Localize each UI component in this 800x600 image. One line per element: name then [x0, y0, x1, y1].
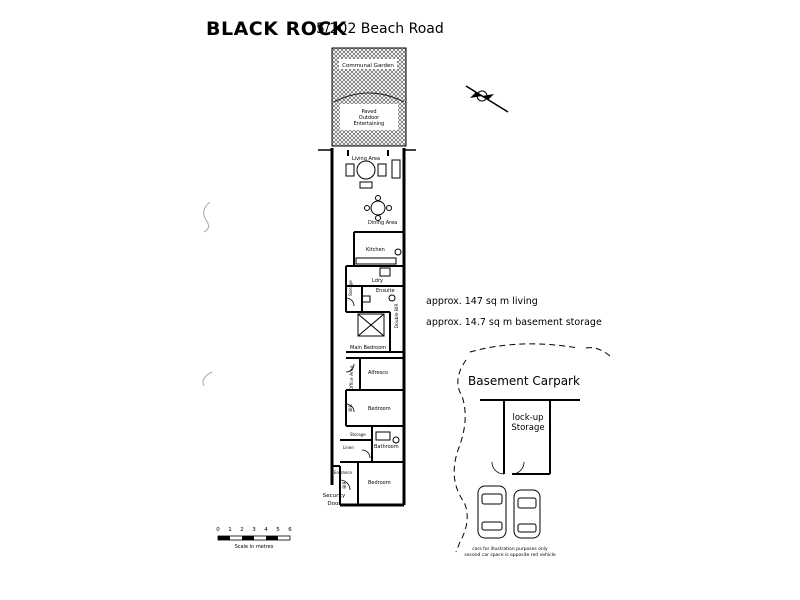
scale-tick: 1 [228, 527, 232, 533]
lockup-storage-label-2: Storage [511, 423, 544, 433]
kitchen-fittings [355, 248, 402, 277]
communal-garden-label: Communal Garden [342, 63, 394, 69]
courtyard-label-1: Paved [361, 109, 376, 115]
bedroom3-label: Bedroom [368, 480, 391, 486]
punch-hole-top [203, 201, 211, 233]
bathroom-fittings [361, 294, 400, 444]
scale-tick: 2 [240, 527, 244, 533]
courtyard-label-3: Entertaining [354, 121, 385, 127]
bedroom2-label: Bedroom [368, 406, 391, 412]
scale-bar [217, 535, 291, 541]
storage-label: Storage [348, 280, 353, 296]
car-1-icon [477, 485, 507, 539]
linen-label: Linen [343, 445, 354, 450]
interior-walls [340, 231, 404, 505]
double-bir-label: Double BIR [394, 304, 400, 329]
ensuite-label: Ensuite [376, 288, 395, 294]
punch-hole-bottom [202, 371, 213, 387]
carpark-walls [480, 399, 580, 475]
storage-door-swing-2 [511, 461, 525, 475]
room-labels: Living Area Dining Area Kitchen Ldry Ens… [334, 156, 400, 489]
car-2-icon [513, 489, 541, 539]
scale-tick: 0 [216, 527, 220, 533]
living-area-stat: approx. 147 sq m living [426, 296, 538, 307]
scale-tick: 4 [264, 527, 268, 533]
page-title: BLACK ROCK [206, 18, 348, 40]
scale-ticks: 0 1 2 3 4 5 6 [216, 527, 292, 533]
store-label: Storage [350, 432, 366, 437]
scale-label: Scale in metres [235, 544, 274, 550]
courtyard-label-2: Outdoor [359, 115, 380, 121]
office-area-label: Office Area [349, 365, 355, 390]
outer-walls [318, 148, 416, 507]
courtyard-arc [333, 92, 405, 103]
main-bed [357, 313, 385, 337]
lockup-storage-label-1: lock-up [512, 413, 543, 423]
door-swings [339, 297, 371, 491]
carpark-note-2: second car space is opposite red vehicle [464, 552, 555, 558]
security-door-label-2: Door [327, 501, 341, 507]
kitchen-label: Kitchen [366, 247, 385, 253]
scale-tick: 5 [276, 527, 280, 533]
entrance-label: Entrance [334, 470, 352, 475]
dining-furniture [364, 195, 392, 221]
carpark-title: Basement Carpark [468, 374, 580, 388]
alfresco-label: Alfresco [368, 370, 388, 376]
scale-tick: 6 [288, 527, 292, 533]
compass-icon [465, 85, 509, 113]
bir-label: BIR [348, 404, 354, 412]
bathroom-label: Bathroom [374, 444, 399, 450]
main-bedroom-label: Main Bedroom [350, 345, 386, 351]
living-area-label: Living Area [352, 156, 380, 162]
scale-tick: 3 [252, 527, 256, 533]
laundry-label: Ldry [372, 278, 383, 284]
address-subtitle: 5/202 Beach Road [316, 21, 444, 37]
garden-label-bg [339, 59, 397, 69]
storage-door-swing [491, 461, 505, 475]
carpark-boundary [453, 343, 611, 553]
storage-area-stat: approx. 14.7 sq m basement storage [426, 317, 602, 328]
courtyard-label-bg [340, 104, 398, 130]
dining-area-label: Dining Area [368, 220, 397, 226]
bir2-label: BIR [342, 481, 348, 489]
carpark-note-1: cars for illustration purposes only [472, 546, 548, 552]
security-door-label-1: Security [323, 493, 346, 499]
living-furniture [345, 159, 401, 189]
